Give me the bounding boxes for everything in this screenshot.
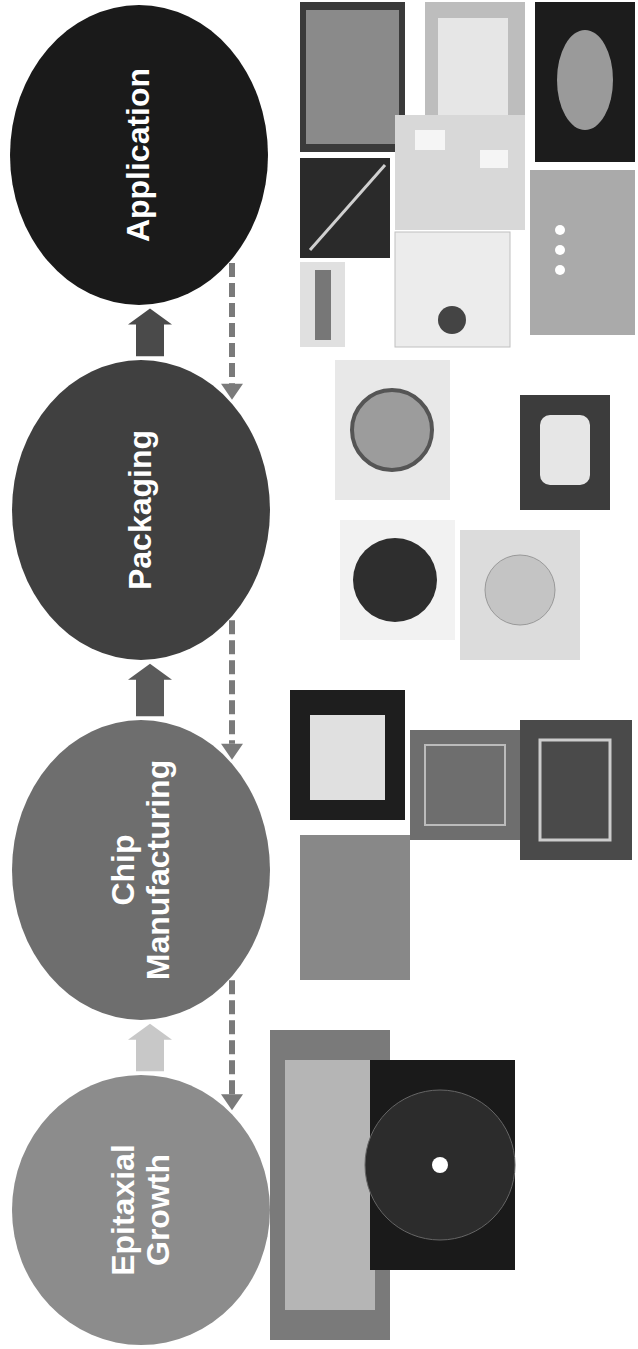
chip-photo — [290, 690, 405, 820]
package-lens — [353, 538, 437, 622]
wafer-light — [432, 1157, 448, 1173]
dashed-line — [229, 263, 235, 384]
car-photo — [530, 170, 635, 335]
package-array — [485, 555, 555, 625]
stage-label: Chip Manufacturing — [106, 739, 176, 1001]
display-photo — [300, 2, 405, 152]
chip-photo — [520, 720, 632, 860]
feedback-arrow — [221, 263, 243, 400]
package-photo — [520, 395, 610, 510]
car-led — [555, 245, 565, 255]
chip-fingers — [425, 745, 505, 825]
lamp-light — [557, 30, 613, 130]
chip-photo — [410, 730, 520, 840]
stage-label: Epitaxial Growth — [106, 1105, 176, 1315]
display-screen — [306, 10, 399, 144]
stage-circle: Application — [10, 5, 268, 305]
stage-label: Application — [121, 30, 156, 280]
car-led — [555, 225, 565, 235]
laptop-screen — [438, 18, 508, 128]
package-body — [540, 415, 590, 485]
block-arrow — [128, 308, 172, 356]
office-photo — [395, 115, 525, 230]
flow-arrow — [128, 664, 172, 717]
block-arrow — [128, 1024, 172, 1072]
feedback-arrow — [221, 620, 243, 759]
reactor-body — [285, 1060, 375, 1310]
stage-circle: Chip Manufacturing — [12, 720, 270, 1020]
block-arrow — [128, 664, 172, 717]
streetlamp-head — [315, 270, 331, 340]
dashed-line — [229, 620, 235, 743]
feedback-arrow — [221, 980, 243, 1110]
office-panel — [480, 150, 508, 168]
street-photo — [300, 158, 390, 258]
chip-photo — [300, 835, 410, 980]
streetlamp-photo — [300, 262, 345, 347]
flow-arrow — [128, 308, 172, 356]
street-lights — [310, 165, 385, 250]
flow-arrow — [128, 1024, 172, 1072]
lamp-photo — [535, 2, 635, 162]
office-panel — [415, 130, 445, 150]
projector-lens — [438, 306, 466, 334]
package-photo — [460, 530, 580, 660]
package-photo — [340, 520, 455, 640]
dashed-line — [229, 980, 235, 1094]
stage-circle: Packaging — [12, 360, 270, 660]
chip-fingers — [540, 740, 610, 840]
package-lens — [352, 390, 432, 470]
chip-glow — [310, 715, 385, 800]
wafer — [365, 1090, 515, 1240]
projector-photo — [395, 232, 510, 347]
car-led — [555, 265, 565, 275]
stage-circle: Epitaxial Growth — [12, 1075, 270, 1345]
package-photo — [335, 360, 450, 500]
stage-label: Packaging — [123, 385, 158, 635]
